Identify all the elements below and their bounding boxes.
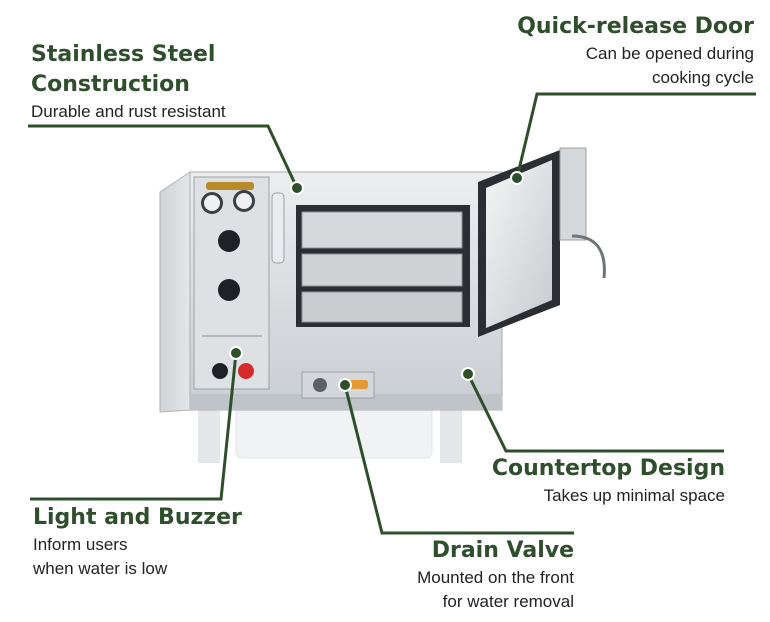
- leader-drain: [343, 384, 574, 535]
- callout-countertop: Countertop Design Takes up minimal space: [492, 454, 725, 508]
- callout-door: Quick-release Door Can be opened during …: [517, 12, 754, 90]
- leader-light: [30, 352, 238, 501]
- marker-light: [229, 346, 243, 360]
- leader-door: [515, 92, 756, 179]
- stainless-desc: Durable and rust resistant: [31, 102, 226, 121]
- drain-desc-line1: Mounted on the front: [417, 568, 574, 587]
- door-desc-line1: Can be opened during: [585, 44, 754, 63]
- callout-light: Light and Buzzer Inform users when water…: [33, 503, 242, 581]
- countertop-desc: Takes up minimal space: [543, 486, 725, 505]
- light-title: Light and Buzzer: [33, 505, 242, 530]
- leader-stainless: [28, 124, 299, 189]
- drain-desc-line2: for water removal: [442, 592, 574, 611]
- countertop-title: Countertop Design: [491, 456, 725, 481]
- light-desc-line2: when water is low: [33, 559, 168, 578]
- open-door: [478, 147, 606, 337]
- oven-cavity: [296, 205, 470, 327]
- leader-countertop: [466, 373, 724, 453]
- door-title: Quick-release Door: [517, 14, 754, 39]
- marker-countertop: [461, 367, 475, 381]
- callout-stainless: Stainless Steel Construction Durable and…: [31, 40, 226, 124]
- marker-stainless: [290, 181, 304, 195]
- drain-title: Drain Valve: [431, 538, 574, 563]
- leader-lines: [28, 92, 756, 535]
- light-desc-line1: Inform users: [33, 535, 128, 554]
- marker-door: [510, 171, 524, 185]
- door-desc-line2: cooking cycle: [651, 68, 754, 87]
- marker-dots: [229, 171, 524, 392]
- cabinet-handle: [271, 192, 285, 264]
- steamer-base: [198, 397, 462, 463]
- callout-drain: Drain Valve Mounted on the front for wat…: [417, 536, 574, 614]
- stainless-title-line2: Construction: [31, 72, 190, 97]
- marker-drain: [338, 378, 352, 392]
- stainless-title-line1: Stainless Steel: [31, 42, 216, 67]
